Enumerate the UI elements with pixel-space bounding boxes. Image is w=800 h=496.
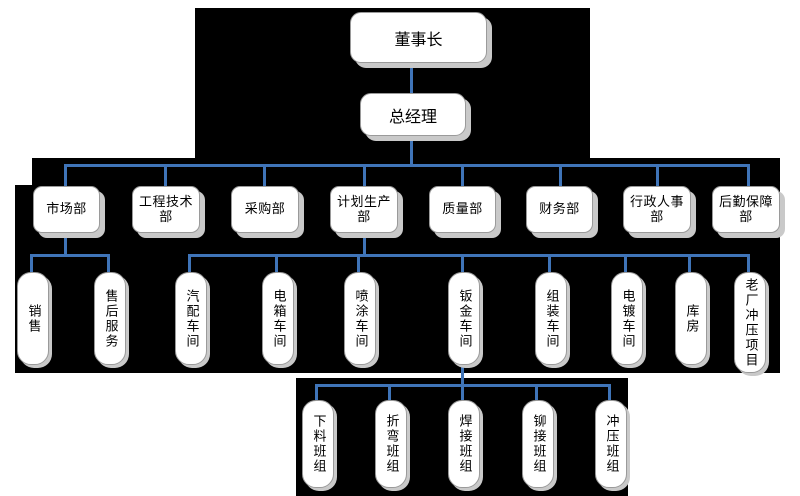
- node-department-finance[interactable]: 财务部: [526, 186, 593, 233]
- node-sales[interactable]: 销售: [17, 272, 49, 365]
- connector-drop-prod-4: [461, 254, 464, 272]
- node-department-marketing[interactable]: 市场部: [33, 186, 100, 233]
- connector-drop-team-2: [388, 384, 391, 400]
- connector-marketing-stem: [64, 233, 67, 255]
- node-electrical-box-workshop-label: 电箱车间: [271, 288, 287, 349]
- connector-drop-prod-1: [188, 254, 191, 272]
- node-general-manager-label: 总经理: [388, 108, 437, 126]
- node-bending-team[interactable]: 折弯班组: [375, 400, 407, 488]
- connector-drop-prod-3: [357, 254, 360, 272]
- node-electroplating-workshop-label: 电镀车间: [620, 288, 636, 349]
- connector-drop-dept-6: [559, 164, 562, 186]
- node-department-engineering[interactable]: 工程技术部: [132, 186, 200, 233]
- connector-drop-dept-3: [263, 164, 266, 186]
- connector-drop-dept-4: [363, 164, 366, 186]
- node-stamping-team-label: 冲压班组: [604, 414, 620, 474]
- connector-drop-prod-6: [624, 254, 627, 272]
- node-riveting-team-label: 铆接班组: [531, 414, 547, 474]
- connector-drop-team-1: [315, 384, 318, 400]
- node-welding-team[interactable]: 焊接班组: [448, 400, 480, 488]
- connector-drop-team-3: [461, 384, 464, 400]
- node-department-logistics-label: 后勤保障部: [718, 194, 773, 224]
- connector-drop-dept-5: [461, 164, 464, 186]
- node-chairman-label: 董事长: [394, 31, 443, 49]
- node-after-sales-service-label: 售后服务: [103, 288, 119, 349]
- connector-drop-dept-1: [64, 164, 67, 186]
- node-department-engineering-label: 工程技术部: [138, 194, 193, 224]
- node-sheet-metal-workshop[interactable]: 钣金车间: [448, 272, 480, 365]
- node-chairman[interactable]: 董事长: [350, 12, 487, 63]
- node-old-factory-stamping-project[interactable]: 老厂冲压项目: [734, 272, 766, 373]
- connector-departments-bus: [64, 164, 750, 167]
- node-cutting-team[interactable]: 下料班组: [302, 400, 334, 488]
- node-electroplating-workshop[interactable]: 电镀车间: [611, 272, 643, 365]
- connector-drop-dept-8: [747, 164, 750, 186]
- node-coating-workshop-label: 喷涂车间: [353, 288, 369, 349]
- node-department-marketing-label: 市场部: [46, 201, 87, 217]
- node-department-admin-hr[interactable]: 行政人事部: [623, 186, 691, 233]
- node-welding-team-label: 焊接班组: [457, 414, 473, 474]
- connector-drop-prod-7: [688, 254, 691, 272]
- node-assembly-workshop-label: 组装车间: [544, 288, 560, 349]
- node-department-quality[interactable]: 质量部: [429, 186, 496, 233]
- node-sheet-metal-workshop-label: 钣金车间: [457, 288, 473, 349]
- connector-drop-team-5: [608, 384, 611, 400]
- node-after-sales-service[interactable]: 售后服务: [94, 272, 126, 365]
- connector-drop-prod-8: [747, 254, 750, 272]
- connector-drop-dept-7: [656, 164, 659, 186]
- node-auto-parts-workshop[interactable]: 汽配车间: [175, 272, 207, 365]
- connector-drop-prod-5: [548, 254, 551, 272]
- connector-drop-sales: [30, 254, 33, 272]
- connector-gm-stem: [410, 135, 413, 165]
- node-department-procurement[interactable]: 采购部: [231, 186, 299, 233]
- connector-sheetmetal-stem: [461, 365, 464, 385]
- node-warehouse-label: 库房: [684, 303, 700, 334]
- node-department-planning-production-label: 计划生产部: [336, 194, 391, 224]
- node-department-planning-production[interactable]: 计划生产部: [330, 186, 398, 233]
- node-warehouse[interactable]: 库房: [675, 272, 707, 365]
- node-auto-parts-workshop-label: 汽配车间: [184, 288, 200, 349]
- node-department-logistics[interactable]: 后勤保障部: [712, 186, 780, 233]
- node-department-procurement-label: 采购部: [244, 201, 286, 217]
- connector-marketing-bus: [30, 254, 110, 257]
- node-assembly-workshop[interactable]: 组装车间: [535, 272, 567, 365]
- connector-drop-aftersales: [107, 254, 110, 272]
- connector-production-bus: [188, 254, 750, 257]
- node-sales-label: 销售: [26, 303, 42, 334]
- node-department-quality-label: 质量部: [442, 201, 483, 217]
- node-electrical-box-workshop[interactable]: 电箱车间: [262, 272, 294, 365]
- node-stamping-team[interactable]: 冲压班组: [595, 400, 627, 488]
- node-department-finance-label: 财务部: [539, 201, 580, 217]
- node-bending-team-label: 折弯班组: [384, 414, 400, 474]
- node-cutting-team-label: 下料班组: [311, 414, 327, 474]
- node-old-factory-stamping-project-label: 老厂冲压项目: [743, 277, 759, 368]
- backdrop-panel-departments: [32, 158, 780, 185]
- node-coating-workshop[interactable]: 喷涂车间: [344, 272, 376, 365]
- connector-drop-dept-2: [164, 164, 167, 186]
- connector-drop-team-4: [535, 384, 538, 400]
- node-general-manager[interactable]: 总经理: [360, 93, 466, 136]
- connector-production-stem: [363, 233, 366, 255]
- connector-chairman-to-gm: [410, 62, 413, 93]
- node-riveting-team[interactable]: 铆接班组: [522, 400, 554, 488]
- connector-drop-prod-2: [275, 254, 278, 272]
- node-department-admin-hr-label: 行政人事部: [629, 194, 684, 224]
